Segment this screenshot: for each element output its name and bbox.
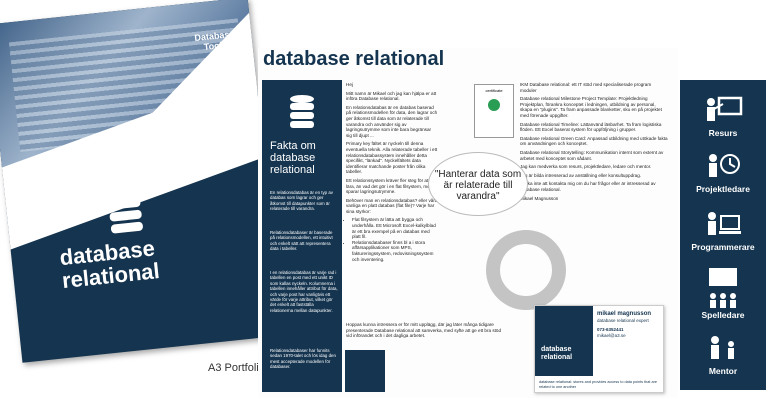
paragraph: Tveka inte att kontakta mig om du har fr… [520,181,656,192]
page-title: database relational [263,48,445,70]
roles-column: Resurs Projektledare Programmerare [680,80,766,390]
fact-paragraph: Relationsdatabaser har funnits sedan 197… [270,348,336,370]
modules-column: IKM Database relational: ett IT stöd med… [520,82,668,204]
seal-icon [488,99,500,111]
card-role: database relational expert [597,317,649,323]
presenter-icon [707,96,743,121]
paragraph: Primary key fältet är nyckeln till denna… [346,141,438,175]
greeting: Hej [346,82,353,87]
paragraph: Database relational Storytelling: Kommun… [520,149,664,161]
paragraph: Database relational Timeline: Lättanvänd… [520,121,662,133]
card-email: mikael@a3.se [597,332,626,338]
brand-logo: A3 Portfolio [208,362,265,374]
certificate-image: certificate [474,84,514,138]
list-item: Relationsdatabaser finns bl a i stora af… [352,240,438,262]
hub-graphic [486,230,566,310]
card-phone: 073-6352441 [597,327,624,332]
programmer-icon [708,212,741,235]
mentor-icon [711,336,734,359]
role-projektledare: Projektledare [680,150,766,194]
paragraph: Jag är bilda intresserad av anställning … [520,172,642,178]
card-logo: database relational [535,306,593,376]
intro: Mitt namn är Mikael och jag kan hjälpa e… [346,90,437,102]
paragraph: En relationsdatabas är en databas basera… [346,104,438,138]
card-footer: database relational: stores and provides… [539,380,657,389]
book-thumbnail [345,350,385,392]
database-icon [107,190,143,234]
card-name: mikael magnusson [597,311,652,317]
board-icon [709,268,737,308]
quote-bubble: "Hanterar data som är relaterade till va… [428,152,528,216]
signature: Mikael Magnusson [520,195,559,201]
paragraph: IKM Database relational: ett IT stöd med… [520,82,652,93]
fact-column: Fakta om database relational En relation… [262,80,342,392]
brochure-cover: Database Tools database relational [0,0,284,363]
role-mentor: Mentor [680,332,766,376]
list-item: Flat filsystem är lätta att bygga och un… [352,217,438,239]
fact-paragraph: I en relationsdatabas är varje rad i tab… [270,270,338,313]
fact-heading: Fakta om database relational [270,140,316,176]
paragraph: Behöver man en relationsdatabas? eller v… [346,197,438,214]
database-icon [290,95,314,128]
manager-icon [709,154,740,177]
paragraph: Ett relationssystem kräver fler steg för… [346,177,433,195]
paragraph: Database relational Milestone Project Te… [520,96,662,118]
role-resurs: Resurs [680,94,766,138]
bullet-list: Flat filsystem är lätta att bygga och un… [352,217,438,262]
business-card: database relational mikael magnusson dat… [534,305,664,393]
paragraph: Jag kan medverka som resurs, projektleda… [520,164,652,170]
paragraph: Database relational Green Card: Anpassad… [520,135,668,147]
closing-paragraph: Hoppas kunna intressera er för mitt uppl… [346,322,501,339]
cover-title: database relational [58,235,161,294]
fact-paragraph: En relationsdatabas är en typ av databas… [270,190,333,212]
role-programmerare: Programmerare [680,208,766,252]
cover-badge: Database Tools [193,28,235,53]
fact-paragraph: Relationsdatabaser är baserade på relati… [270,230,333,252]
letter-column: Hej Mitt namn är Mikael och jag kan hjäl… [346,82,438,262]
role-spelledare: Spelledare [680,266,766,320]
